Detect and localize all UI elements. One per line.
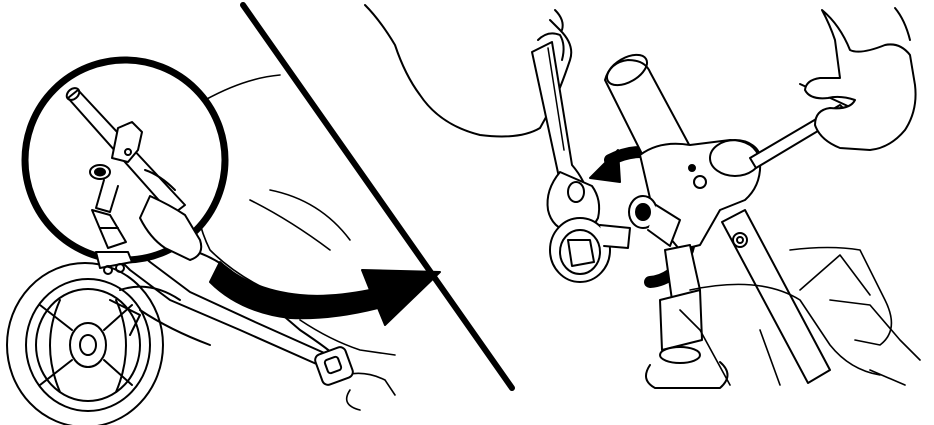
curved-transition-arrow xyxy=(210,262,440,325)
stroller-fabric xyxy=(194,75,395,410)
overview-panel xyxy=(7,60,395,425)
right-hand xyxy=(805,8,916,150)
magnify-circle xyxy=(25,60,225,260)
detail-panel xyxy=(365,5,920,388)
